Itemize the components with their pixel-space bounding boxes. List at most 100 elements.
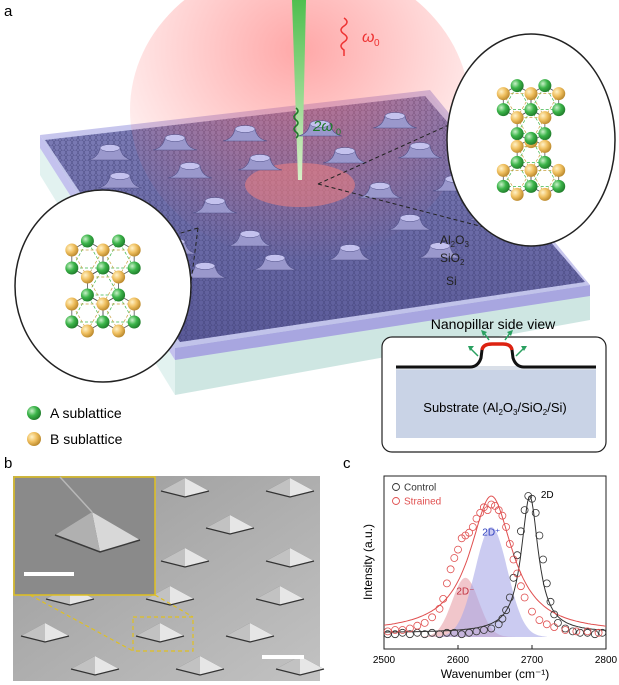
data-point xyxy=(468,523,477,531)
b-sublattice-atom xyxy=(96,297,110,311)
data-point xyxy=(398,626,407,634)
data-point xyxy=(546,597,555,606)
legend-marker xyxy=(392,483,400,491)
data-point xyxy=(528,494,536,503)
a-sublattice-atom xyxy=(538,155,552,169)
data-point xyxy=(502,523,511,531)
data-point xyxy=(517,527,525,536)
a-sublattice-atom xyxy=(112,234,126,248)
data-point xyxy=(591,630,599,639)
layer-al2o3: Al2O3 xyxy=(440,233,469,249)
y-axis-label: Intensity (a.u.) xyxy=(361,524,375,600)
legend-marker xyxy=(392,497,400,505)
data-point xyxy=(520,593,529,602)
nanopillar xyxy=(387,214,433,231)
nanopillar xyxy=(297,120,343,137)
b-sublattice-atom xyxy=(80,324,94,338)
data-point xyxy=(439,595,448,603)
omega0-subscript: 0 xyxy=(374,38,380,49)
data-point xyxy=(535,616,544,624)
data-point xyxy=(520,506,529,515)
b-sublattice-atom xyxy=(524,163,538,177)
sem-nanopillar xyxy=(135,623,185,643)
data-point xyxy=(476,509,485,517)
x-tick-label: 2500 xyxy=(373,655,396,666)
two-omega0-wave-icon xyxy=(293,107,299,139)
data-point xyxy=(450,628,459,637)
b-sublattice-atom xyxy=(112,270,126,284)
lattice-inset-right xyxy=(446,33,616,247)
a-sublattice-atom xyxy=(552,179,566,193)
data-point xyxy=(457,630,466,639)
sem-nanopillar xyxy=(275,656,325,676)
data-point xyxy=(398,628,407,637)
b-sublattice-atom xyxy=(510,139,524,153)
b-sublattice-atom xyxy=(538,187,552,201)
nanopillar xyxy=(167,162,213,179)
sem-nanopillar xyxy=(205,515,255,535)
data-point xyxy=(405,624,414,633)
data-point xyxy=(435,604,444,613)
data-point xyxy=(391,630,400,639)
sem-nanopillar xyxy=(255,586,305,606)
x-tick-label: 2600 xyxy=(447,655,470,666)
data-point xyxy=(420,630,429,639)
omega0-wave-icon xyxy=(340,17,348,56)
data-point xyxy=(568,627,577,636)
data-point xyxy=(594,628,603,637)
nanopillar xyxy=(237,154,283,171)
data-point xyxy=(498,511,507,520)
sem-nanopillar xyxy=(145,586,195,606)
component-peak xyxy=(413,527,547,637)
data-point xyxy=(498,614,507,623)
data-point xyxy=(405,630,414,639)
component-label: 2D⁺ xyxy=(482,527,500,538)
data-point xyxy=(502,606,511,615)
a-sublattice-atom xyxy=(510,79,524,93)
zoom-region xyxy=(132,616,194,652)
a-sublattice-atom xyxy=(538,127,552,141)
nanopillar xyxy=(252,254,298,271)
a-sublattice-atom xyxy=(524,131,538,145)
b-sublattice-label: B sublattice xyxy=(50,431,123,447)
data-point xyxy=(494,506,503,515)
panel-a-letter: a xyxy=(4,3,13,20)
data-point xyxy=(435,630,444,639)
nanopillar-side-view: Substrate (Al2O3/SiO2/Si) xyxy=(381,330,607,453)
data-point xyxy=(383,627,392,636)
b-sublattice-atom xyxy=(96,243,110,257)
sem-nanopillar xyxy=(160,548,210,568)
data-point xyxy=(509,555,518,564)
nanopillar xyxy=(372,112,418,129)
data-point xyxy=(487,624,496,633)
data-point xyxy=(465,528,474,537)
a-sublattice-label: A sublattice xyxy=(50,405,122,421)
nanopillar xyxy=(327,244,373,261)
a-sublattice-atom xyxy=(510,127,524,141)
a-sublattice-atom xyxy=(496,179,510,193)
sem-nanopillar xyxy=(70,656,120,676)
x-tick-label: 2800 xyxy=(595,655,618,666)
data-point xyxy=(572,627,581,636)
a-sublattice-atom xyxy=(538,79,552,93)
a-sublattice-atom xyxy=(127,315,141,329)
data-point xyxy=(542,620,551,629)
data-point xyxy=(505,593,514,602)
nanopillar xyxy=(417,242,463,259)
nanopillar xyxy=(152,134,198,151)
nanopillar xyxy=(222,125,268,142)
data-point xyxy=(542,579,551,588)
a-sublattice-atom xyxy=(496,103,510,117)
data-point xyxy=(505,540,514,548)
lattice-inset-left xyxy=(14,189,192,383)
layer-labels: Al2O3 SiO2 Si xyxy=(440,233,469,288)
panel-b-letter: b xyxy=(4,455,12,472)
sem-inset xyxy=(13,476,156,596)
data-point xyxy=(450,554,459,562)
a-sublattice-atom xyxy=(96,315,110,329)
data-point xyxy=(494,620,503,629)
nanopillar-title: Nanopillar side view xyxy=(431,316,556,332)
b-sublattice-atom xyxy=(552,87,566,101)
b-sublattice-atom xyxy=(65,243,79,257)
